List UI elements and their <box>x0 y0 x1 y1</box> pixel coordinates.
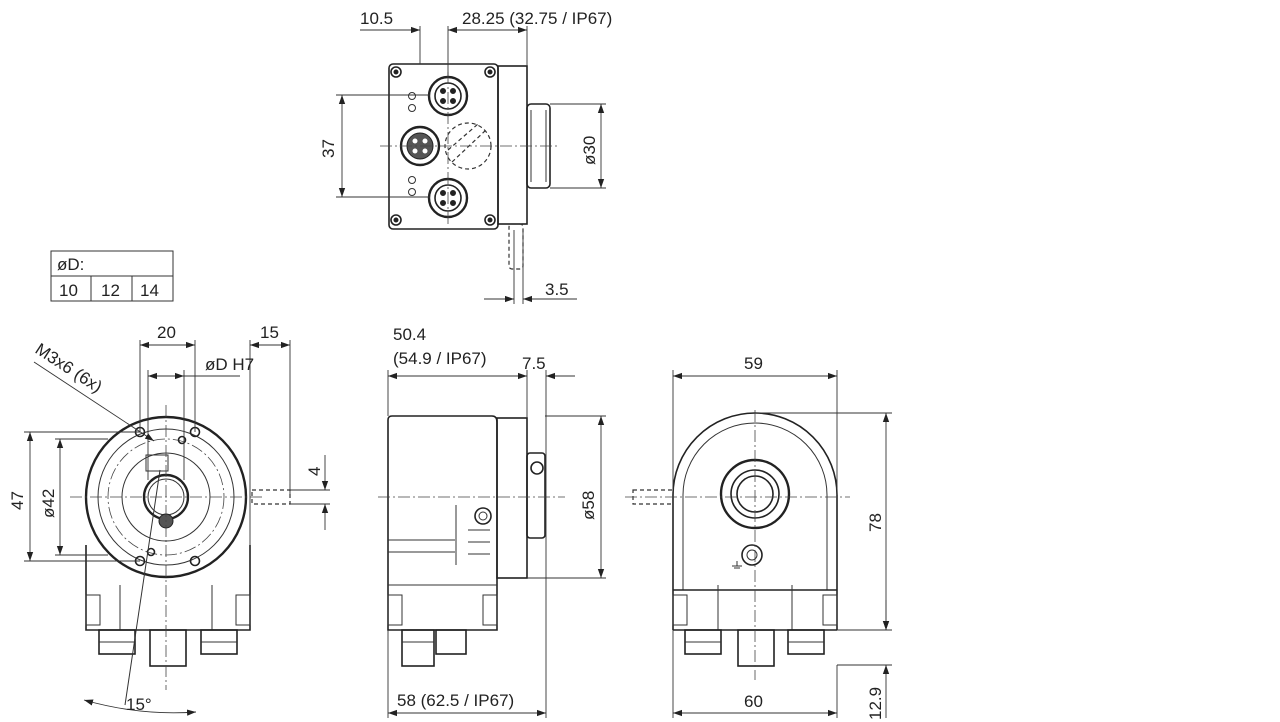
rear-dim-12-9: 12.9 <box>866 687 885 720</box>
front-dim-4: 4 <box>305 467 324 476</box>
bore-table-header: øD: <box>57 255 84 274</box>
rear-dim-59: 59 <box>744 354 763 373</box>
side-dim-54-9: (54.9 / IP67) <box>393 349 487 368</box>
side-dim-50-4: 50.4 <box>393 325 426 344</box>
side-dimensions: 50.4 (54.9 / IP67) 7.5 ø58 58 (62.5 / IP… <box>387 325 606 718</box>
front-connector-icon <box>98 629 238 667</box>
front-dim-47: 47 <box>8 491 27 510</box>
front-dim-angle: 15° <box>126 695 152 714</box>
side-view <box>378 415 565 667</box>
side-dim-7-5: 7.5 <box>522 354 546 373</box>
top-dim-28-25: 28.25 (32.75 / IP67) <box>462 9 612 28</box>
ground-icon <box>732 561 742 569</box>
rear-connector-icon <box>684 629 825 667</box>
bore-table-value: 10 <box>59 281 78 300</box>
bore-table-value: 14 <box>140 281 159 300</box>
front-dim-20: 20 <box>157 323 176 342</box>
front-dim-dia-42: ø42 <box>39 489 58 518</box>
top-dim-3-5: 3.5 <box>545 280 569 299</box>
rear-view <box>625 410 850 680</box>
top-dim-37: 37 <box>319 139 338 158</box>
top-dimensions: 10.5 28.25 (32.75 / IP67) 37 ø30 3.5 <box>319 9 612 304</box>
front-dim-15: 15 <box>260 323 279 342</box>
side-dim-58: 58 (62.5 / IP67) <box>397 691 514 710</box>
side-connector-icon <box>401 629 467 667</box>
rear-dimensions: 59 78 12.9 60 <box>672 354 892 720</box>
top-dim-dia-30: ø30 <box>580 136 599 165</box>
top-dim-10-5: 10.5 <box>360 9 393 28</box>
front-dim-bore: øD H7 <box>205 355 254 374</box>
rear-dim-78: 78 <box>866 513 885 532</box>
bore-table-value: 12 <box>101 281 120 300</box>
front-view <box>70 405 291 706</box>
rear-dim-60: 60 <box>744 692 763 711</box>
top-screw-icon <box>390 66 496 226</box>
side-dim-dia-58: ø58 <box>579 491 598 520</box>
bore-table: øD: 10 12 14 <box>50 250 174 302</box>
top-view <box>380 63 560 270</box>
